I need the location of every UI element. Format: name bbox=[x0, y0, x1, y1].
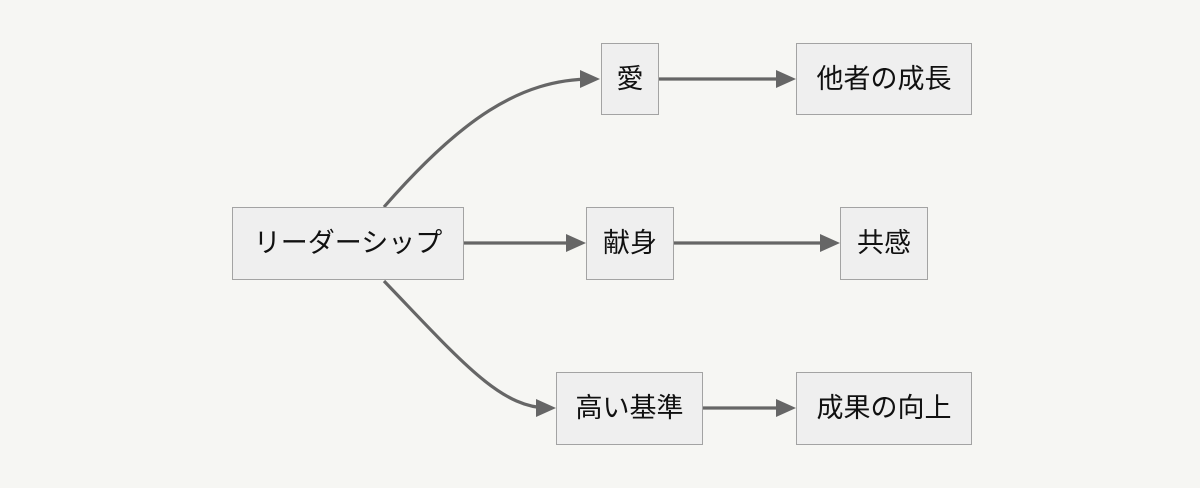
node-leadership: リーダーシップ bbox=[232, 207, 464, 280]
arrowhead-empathy bbox=[820, 234, 840, 252]
edge-leadership-to-love bbox=[382, 77, 593, 209]
node-love: 愛 bbox=[601, 43, 659, 115]
node-improved-results: 成果の向上 bbox=[796, 372, 972, 445]
edge-leadership-to-high-standards bbox=[382, 279, 549, 410]
arrowhead-improved-results bbox=[776, 399, 796, 417]
arrowhead-love bbox=[580, 70, 600, 88]
node-high-standards: 高い基準 bbox=[556, 372, 703, 445]
node-empathy: 共感 bbox=[840, 207, 928, 280]
node-devotion: 献身 bbox=[586, 207, 674, 280]
arrowhead-growth-of-others bbox=[776, 70, 796, 88]
node-growth-of-others: 他者の成長 bbox=[796, 43, 972, 115]
arrowhead-high-standards bbox=[536, 399, 556, 417]
arrowhead-devotion bbox=[566, 234, 586, 252]
